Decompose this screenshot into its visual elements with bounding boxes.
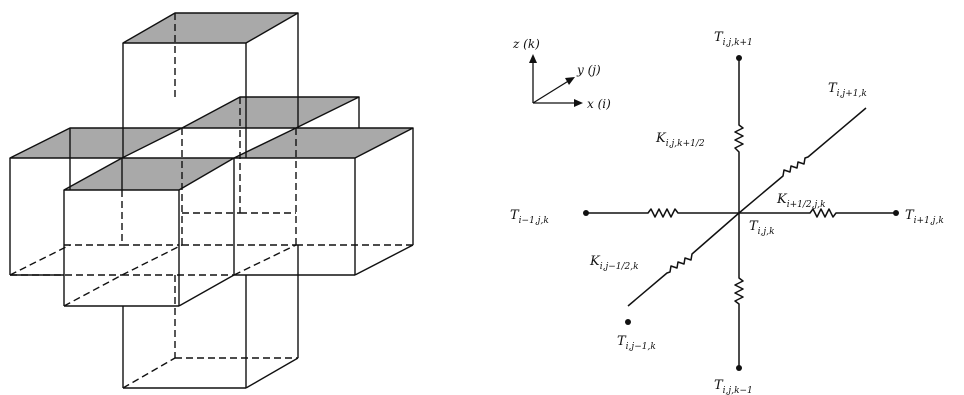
top-face-left-cube — [9, 127, 183, 159]
node-label-right: Ti+1,j,k — [905, 208, 944, 226]
node-dot-bottom — [736, 365, 742, 371]
node-label-back: Ti,j+1,k — [828, 81, 867, 99]
upper-cube — [122, 13, 299, 158]
top-face-upper-cube — [122, 12, 299, 44]
branch-bottom — [734, 213, 744, 368]
top-face-right-cube — [233, 127, 414, 159]
lower-cube — [122, 245, 299, 389]
y-axis-label: y (j) — [576, 63, 601, 77]
conductance-label-front: Ki,j−1/2,k — [589, 254, 639, 272]
top-face-back-cube — [181, 96, 360, 129]
node-dot-right — [893, 210, 899, 216]
back-cube — [182, 97, 360, 214]
front-cube — [10, 128, 297, 307]
node-label-left: Ti−1,j,k — [510, 208, 549, 226]
right-cube — [234, 128, 414, 276]
node-label-front: Ti,j−1,k — [617, 334, 656, 352]
branch-right — [739, 208, 896, 218]
node-dot-left — [583, 210, 589, 216]
node-dot-front — [625, 319, 631, 325]
node-label-center: Ti,j,k — [749, 219, 775, 237]
resistor-network — [586, 58, 896, 368]
node-label-top: Ti,j,k+1 — [714, 30, 753, 48]
x-axis-label: x (i) — [587, 97, 611, 111]
node-label-bottom: Ti,j,k−1 — [714, 378, 753, 395]
node-dots — [583, 55, 899, 371]
top-face-front-cube — [63, 157, 235, 191]
node-dot-top — [736, 55, 742, 61]
conductance-label-top: Ki,j,k+1/2 — [655, 131, 705, 149]
branch-front — [627, 212, 740, 307]
conductance-label-right: Ki+1/2,j,k — [776, 192, 826, 210]
axes-indicator — [529, 54, 583, 107]
branch-back — [738, 107, 867, 214]
branch-top — [734, 58, 744, 213]
cell-cross-3d — [9, 12, 414, 389]
branch-left — [586, 208, 739, 218]
z-axis-label: z (k) — [512, 37, 540, 51]
